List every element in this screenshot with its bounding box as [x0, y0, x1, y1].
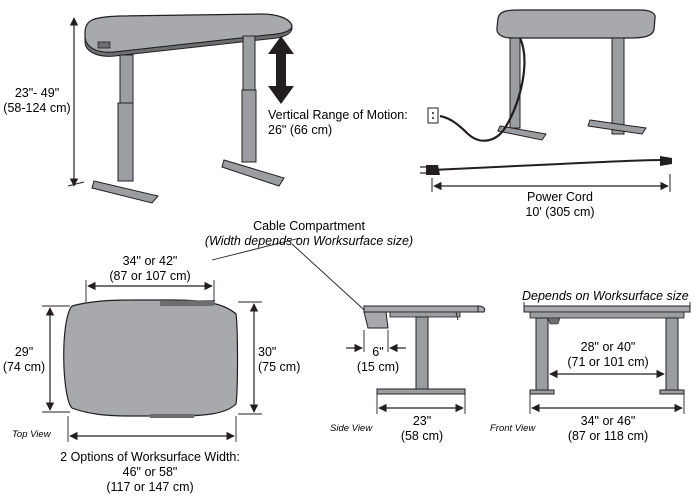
main-desk-illustration	[67, 13, 294, 204]
left-foot	[91, 180, 159, 204]
top-view-left-depth-label: 29"(74 cm)	[2, 345, 46, 374]
right-foot	[221, 159, 285, 187]
front-view-inner-label: 28" or 40"(71 or 101 cm)	[567, 340, 649, 369]
cable-compartment	[363, 311, 389, 329]
vertical-motion-label: Vertical Range of Motion:26" (66 cm)	[268, 108, 408, 137]
height-range-label: 23"- 49"(58-124 cm)	[3, 86, 71, 115]
left-leg-lower	[117, 102, 134, 182]
top-view-worksurface	[63, 299, 239, 417]
cable-compartment-label: Cable Compartment(Width depends on Works…	[204, 219, 414, 248]
wall-outlet-icon	[427, 107, 439, 124]
top-view-widths-label: 2 Options of Worksurface Width:46" or 58…	[60, 450, 240, 494]
power-cord	[431, 159, 663, 171]
front-view-label: Front View	[490, 423, 536, 434]
side-view-illustration	[346, 305, 486, 414]
side-view-base-label: 23"(58 cm)	[400, 414, 444, 443]
front-view-illustration	[523, 302, 691, 414]
top-view-width-label: 34" or 42"(87 or 107 cm)	[109, 254, 191, 283]
power-plug-icon	[426, 165, 440, 175]
front-view-worksurface	[523, 305, 691, 313]
side-view-worksurface	[363, 305, 479, 313]
right-leg-lower	[241, 89, 257, 163]
top-view-label: Top View	[12, 429, 51, 440]
right-leg-upper	[242, 35, 256, 91]
top-view-illustration	[42, 280, 262, 442]
side-view-label: Side View	[330, 423, 373, 434]
side-view-offset-label: 6"(15 cm)	[356, 345, 400, 374]
top-view-right-depth-label: 30"(75 cm)	[258, 345, 301, 374]
front-view-note: Depends on Worksurface size	[522, 289, 689, 303]
double-arrow-icon	[268, 36, 294, 104]
front-view-outer-label: 34" or 46"(87 or 118 cm)	[567, 414, 649, 443]
small-desk-tabletop	[496, 9, 656, 39]
left-leg-upper	[119, 54, 134, 104]
power-cord-desk-illustration	[420, 9, 672, 192]
cable-compartment-leader	[291, 243, 374, 319]
